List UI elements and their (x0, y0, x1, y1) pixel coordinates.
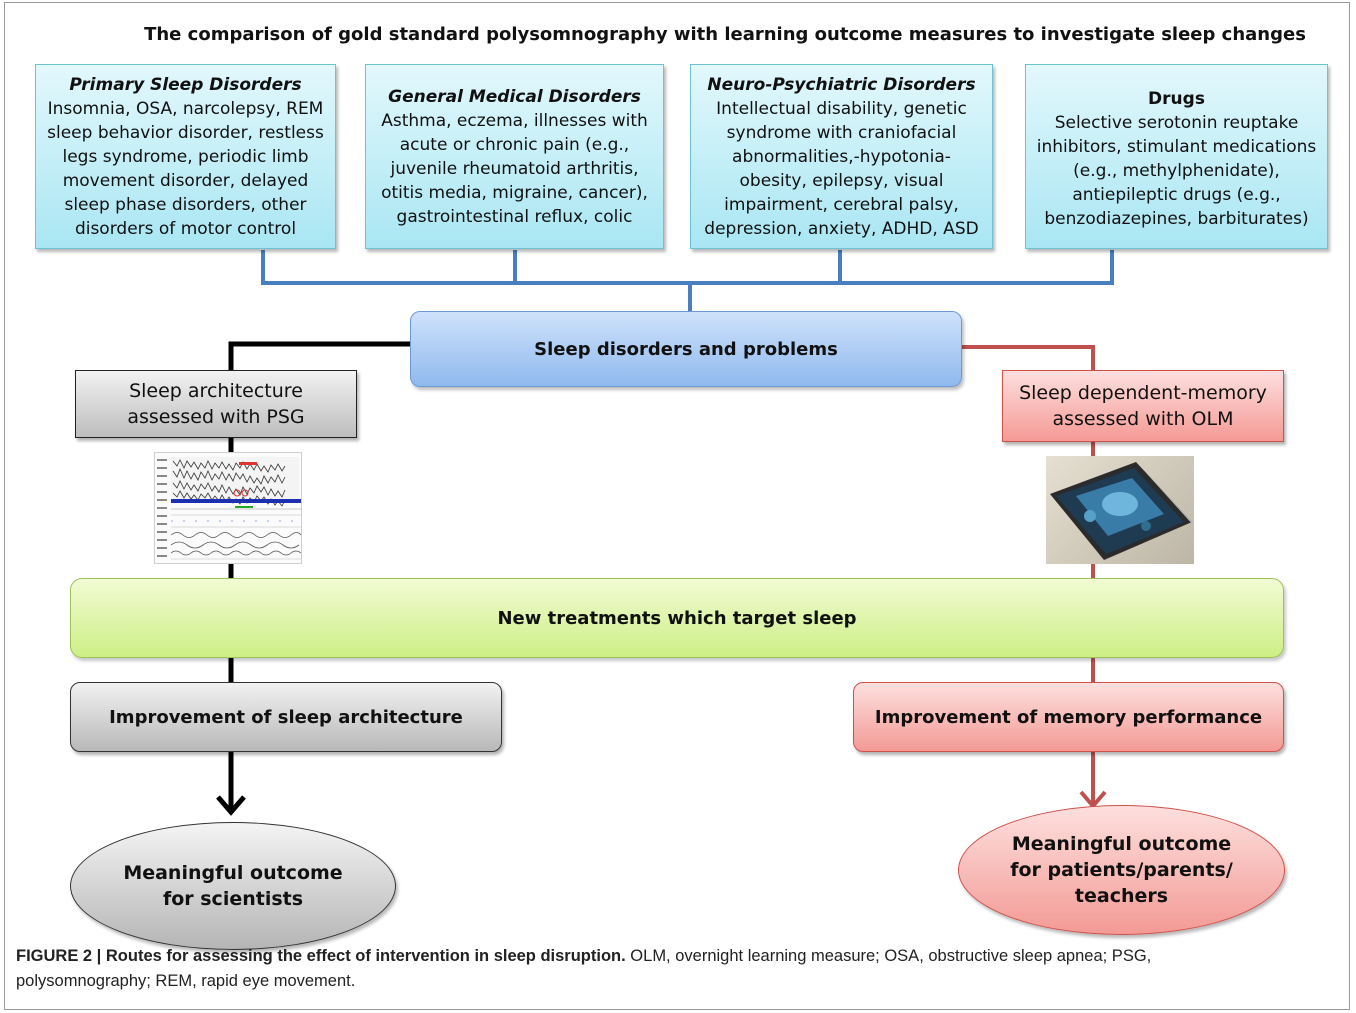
caption-text: OLM, overnight learning measure; OSA, ob… (625, 947, 1152, 965)
psg-trace-graphic (157, 457, 302, 560)
psg-assessment-line1: Sleep architecture (129, 380, 303, 402)
category-text: Intellectual disability, genetic (716, 99, 967, 119)
category-text: disorders of motor control (74, 219, 297, 239)
tablet-graphic (1050, 462, 1194, 560)
caption-bold: FIGURE 2 | Routes for assessing the effe… (16, 947, 626, 965)
psg-trace-image (154, 452, 302, 564)
psg-assessment-line2: assessed with PSG (127, 406, 305, 428)
hub-node: Sleep disorders and problems (410, 311, 962, 387)
category-bus-connector (261, 250, 1114, 285)
category-text: (e.g., methylphenidate), (1073, 161, 1280, 181)
category-text: Insomnia, OSA, narcolepsy, REM (47, 99, 324, 119)
category-text: antiepileptic drugs (e.g., (1072, 185, 1281, 205)
category-general-medical-disorders: General Medical Disorders Asthma, eczema… (365, 64, 664, 249)
category-drugs: Drugs Selective serotonin reuptake inhib… (1025, 64, 1328, 249)
category-text: otitis media, migraine, cancer), (381, 183, 648, 203)
category-primary-sleep-disorders: Primary Sleep Disorders Insomnia, OSA, n… (35, 64, 336, 249)
memory-performance-improvement-box: Improvement of memory performance (853, 682, 1284, 752)
diagram-title: The comparison of gold standard polysomn… (144, 24, 1306, 45)
category-text: Selective serotonin reuptake (1054, 113, 1299, 133)
category-text: depression, anxiety, ADHD, ASD (704, 219, 979, 239)
olm-assessment-line2: assessed with OLM (1052, 408, 1234, 430)
category-text: legs syndrome, periodic limb (62, 147, 309, 167)
category-text: inhibitors, stimulant medications (1036, 137, 1317, 157)
category-heading: Drugs (1148, 89, 1205, 109)
figure-frame (4, 2, 1350, 1010)
outcome-line: for scientists (162, 888, 304, 910)
treatments-node: New treatments which target sleep (70, 578, 1284, 658)
figure-caption: FIGURE 2 | Routes for assessing the effe… (16, 944, 1336, 994)
category-text: sleep behavior disorder, restless (47, 123, 324, 143)
psg-assessment-box: Sleep architecture assessed with PSG (75, 370, 357, 438)
category-heading: Neuro-Psychiatric Disorders (707, 75, 976, 95)
category-text: abnormalities,-hypotonia- (732, 147, 951, 167)
category-text: benzodiazepines, barbiturates) (1044, 209, 1309, 229)
outcome-line: Meaningful outcome (1011, 833, 1232, 855)
category-neuro-psychiatric-disorders: Neuro-Psychiatric Disorders Intellectual… (690, 64, 993, 249)
category-text: syndrome with craniofacial (726, 123, 957, 143)
category-text: juvenile rheumatoid arthritis, (390, 159, 639, 179)
olm-assessment-box: Sleep dependent-memory assessed with OLM (1002, 370, 1284, 442)
category-heading: Primary Sleep Disorders (69, 75, 302, 95)
sleep-architecture-improvement-box: Improvement of sleep architecture (70, 682, 502, 752)
category-text: Asthma, eczema, illnesses with (381, 111, 648, 131)
olm-assessment-line1: Sleep dependent-memory (1019, 382, 1267, 404)
category-text: acute or chronic pain (e.g., (399, 135, 630, 155)
tablet-photo (1046, 456, 1194, 564)
category-text: gastrointestinal reflux, colic (396, 207, 633, 227)
scientists-outcome-ellipse: Meaningful outcome for scientists (70, 822, 396, 950)
category-text: obesity, epilepsy, visual (739, 171, 944, 191)
category-text: movement disorder, delayed (62, 171, 309, 191)
category-text: sleep phase disorders, other (64, 195, 307, 215)
patients-outcome-ellipse: Meaningful outcome for patients/parents/… (958, 805, 1285, 935)
outcome-line: Meaningful outcome (123, 862, 343, 884)
caption-text-line2: polysomnography; REM, rapid eye movement… (16, 972, 356, 990)
category-heading: General Medical Disorders (388, 87, 641, 107)
right-route-connector (962, 345, 1095, 370)
left-outcome-arrow-head (216, 795, 246, 816)
category-text: impairment, cerebral palsy, (724, 195, 959, 215)
outcome-line: for patients/parents/ (1010, 859, 1233, 881)
outcome-line: teachers (1074, 885, 1169, 907)
left-route-connector (228, 341, 410, 370)
